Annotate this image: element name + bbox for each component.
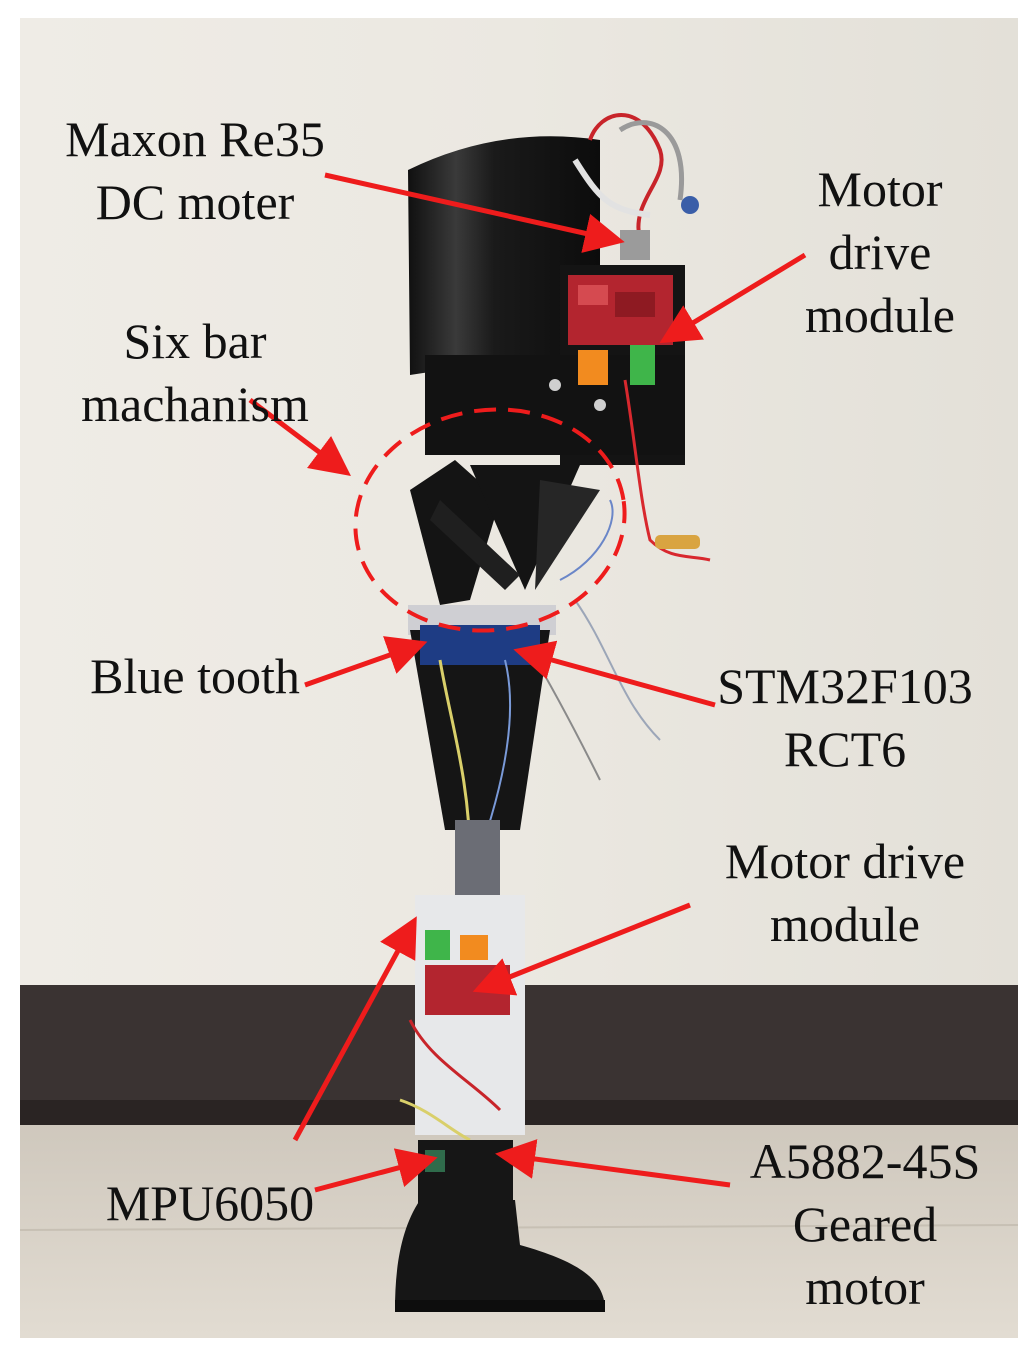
- label-geared-motor: A5882-45S Geared motor: [749, 1133, 981, 1315]
- screw: [594, 399, 606, 411]
- label-maxon-motor: Maxon Re35 DC moter: [65, 111, 325, 230]
- board-chip: [578, 285, 608, 305]
- annotation-arrows: [248, 172, 807, 1193]
- foot: [395, 1200, 605, 1310]
- wires: [572, 158, 651, 218]
- label-bluetooth: Blue tooth: [90, 648, 300, 704]
- green-connector: [425, 930, 450, 960]
- foot-sole: [395, 1300, 605, 1312]
- label-motor-drive-bottom: Motor drive module: [724, 833, 966, 952]
- arrow-bluetooth: [304, 636, 428, 688]
- label-stm32: STM32F103 RCT6: [717, 658, 973, 777]
- six-bar-linkage: [410, 460, 600, 605]
- arrow-mpu: [314, 1148, 438, 1193]
- arrow-drive-bottom: [472, 902, 691, 996]
- orange-connector: [460, 935, 488, 960]
- label-mpu: MPU6050: [105, 1175, 315, 1231]
- arrow-maxon: [324, 172, 625, 253]
- floor-tile-line: [19, 1224, 1019, 1231]
- arrow-drive-top: [659, 252, 807, 344]
- arrow-geared-motor: [495, 1139, 731, 1188]
- arrow-mpu-up: [292, 916, 417, 1142]
- label-six-bar: Six bar machanism: [81, 313, 309, 432]
- wires: [399, 1098, 471, 1142]
- wires: [618, 120, 684, 201]
- wires: [408, 1019, 502, 1112]
- green-connector: [630, 345, 655, 385]
- connector: [681, 196, 699, 214]
- orange-connector: [578, 350, 608, 385]
- wire: [623, 379, 711, 562]
- motor-housing: [408, 136, 600, 375]
- screw: [549, 379, 561, 391]
- connector: [655, 535, 700, 549]
- wire: [559, 499, 614, 581]
- wire: [574, 599, 661, 741]
- label-motor-drive-top: Motor drive module: [805, 161, 955, 343]
- arrow-six-bar: [248, 398, 351, 477]
- six-bar-highlight: [353, 407, 627, 633]
- lower-drive-board: [425, 965, 510, 1015]
- wires: [588, 113, 664, 241]
- motor-end: [620, 230, 650, 260]
- arrow-stm32: [513, 640, 716, 708]
- board-chip: [615, 292, 655, 317]
